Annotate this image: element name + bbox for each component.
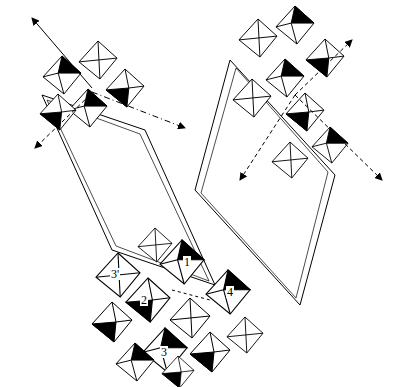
- axis-arrow: [32, 18, 92, 88]
- cell-frame: [42, 95, 215, 285]
- axis-arrow: [295, 40, 352, 95]
- callout-number: 1: [183, 256, 191, 268]
- axis-arrow: [92, 92, 185, 128]
- axis-arrow: [240, 95, 295, 180]
- axis-arrow: [35, 95, 90, 148]
- axis-line: [172, 290, 210, 300]
- callout-number: 3': [110, 268, 120, 280]
- axis-arrow: [295, 95, 382, 180]
- callout-number: 4: [226, 286, 234, 298]
- cell-frame: [195, 60, 335, 305]
- callout-number: 3: [160, 346, 168, 358]
- cell-frame: [201, 68, 328, 298]
- callout-number: 2: [140, 294, 148, 306]
